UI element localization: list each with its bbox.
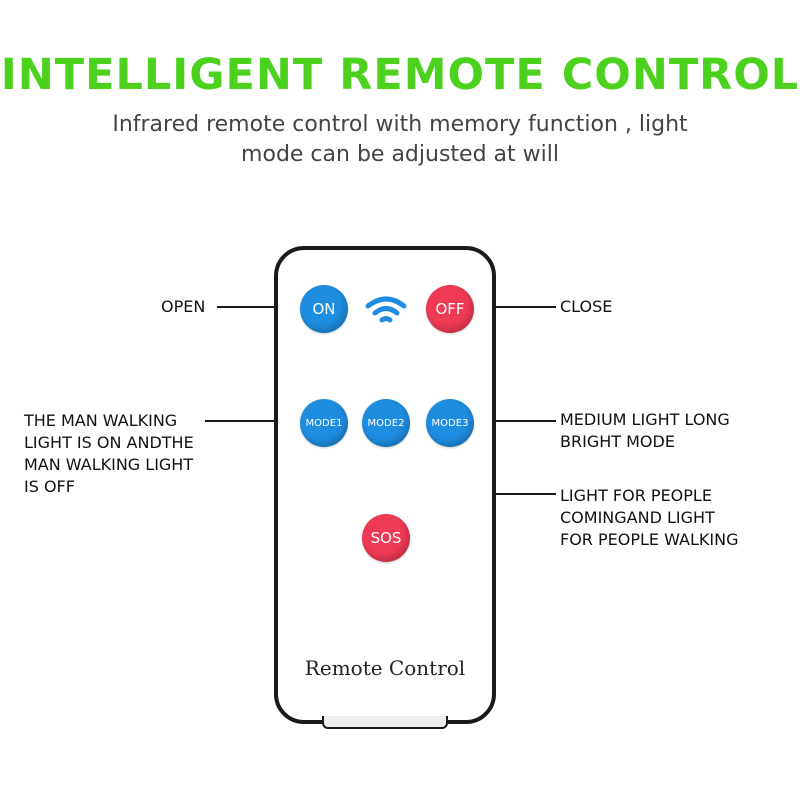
sos-button[interactable]: SOS xyxy=(362,514,410,562)
callout-mode2: LIGHT FOR PEOPLE COMINGAND LIGHT FOR PEO… xyxy=(560,485,790,551)
on-button[interactable]: ON xyxy=(300,285,348,333)
subtitle-line-1: Infrared remote control with memory func… xyxy=(112,112,688,137)
callout-mode2-line: COMINGAND LIGHT xyxy=(560,508,715,527)
off-button[interactable]: OFF xyxy=(426,285,474,333)
callout-mode2-line: FOR PEOPLE WALKING xyxy=(560,530,739,549)
subtitle-line-2: mode can be adjusted at will xyxy=(241,142,559,167)
mode1-button[interactable]: MODE1 xyxy=(300,399,348,447)
callout-open: OPEN xyxy=(161,297,206,316)
callout-close: CLOSE xyxy=(560,297,613,316)
callout-mode1-line: THE MAN WALKING xyxy=(24,411,178,430)
sos-button-label: SOS xyxy=(370,529,402,547)
callout-mode3-line: BRIGHT MODE xyxy=(560,432,675,451)
callout-mode1-line: LIGHT IS ON ANDTHE xyxy=(24,433,194,452)
mode2-button[interactable]: MODE2 xyxy=(362,399,410,447)
mode3-button-label: MODE3 xyxy=(431,417,469,429)
remote-control-label: Remote Control xyxy=(304,656,466,680)
on-button-label: ON xyxy=(312,300,336,318)
off-button-label: OFF xyxy=(435,300,465,318)
page-title: INTELLIGENT REMOTE CONTROL xyxy=(0,50,800,100)
callout-mode3: MEDIUM LIGHT LONG BRIGHT MODE xyxy=(560,409,790,453)
page-subtitle: Infrared remote control with memory func… xyxy=(70,110,730,170)
callout-mode1-line: MAN WALKING LIGHT xyxy=(24,455,194,474)
mode2-button-label: MODE2 xyxy=(367,417,405,429)
callout-mode1: THE MAN WALKING LIGHT IS ON ANDTHE MAN W… xyxy=(24,410,224,498)
mode1-button-label: MODE1 xyxy=(305,417,343,429)
mode3-button[interactable]: MODE3 xyxy=(426,399,474,447)
remote-battery-cover xyxy=(322,716,448,729)
wifi-signal-icon xyxy=(362,290,410,330)
callout-mode2-line: LIGHT FOR PEOPLE xyxy=(560,486,712,505)
callout-mode1-line: IS OFF xyxy=(24,477,75,496)
callout-mode3-line: MEDIUM LIGHT LONG xyxy=(560,410,730,429)
